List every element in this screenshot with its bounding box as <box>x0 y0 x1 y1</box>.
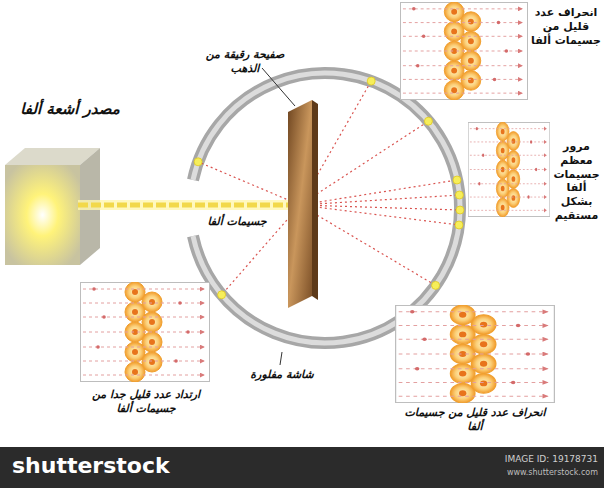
flash <box>194 158 202 166</box>
flash <box>218 291 226 299</box>
flash <box>453 176 461 184</box>
scatter-path <box>300 121 428 205</box>
footer-bar <box>0 447 604 488</box>
fluorescent-screen <box>193 73 460 343</box>
alpha-beam <box>78 203 293 208</box>
atom-inset <box>468 122 549 217</box>
atom-inset <box>396 305 555 403</box>
scatter-path <box>300 205 436 285</box>
inset-caption: مرور معظم جسيمات ألفا بشكل مستقيم <box>551 140 602 223</box>
atom-inset <box>81 282 210 382</box>
inset-caption: انحراف عدد قليل من جسيمات ألفا <box>395 406 555 434</box>
beam-glow <box>78 200 293 210</box>
leader-line <box>262 68 295 106</box>
source-front <box>5 165 80 265</box>
flash <box>455 221 463 229</box>
atom-inset <box>400 2 527 100</box>
scatter-paths <box>198 81 460 295</box>
screen-flashes <box>194 77 464 299</box>
gold-foil <box>288 100 318 308</box>
inset-caption: ارتداد عدد قليل جدا من جسيمات ألفا <box>78 388 214 416</box>
scatter-path <box>198 162 300 205</box>
flash <box>455 191 463 199</box>
inset-caption: انحراف عدد قليل من جسيمات ألفا <box>530 6 602 47</box>
scatter-path <box>300 180 457 205</box>
image-id: IMAGE ID: 19178731 <box>420 454 598 465</box>
scatter-path <box>300 195 459 205</box>
foil-edge <box>312 100 318 300</box>
watermark-url: www.shutterstock.com <box>420 468 598 478</box>
flash <box>432 281 440 289</box>
flash <box>424 117 432 125</box>
scatter-path <box>300 205 459 225</box>
foil-face <box>288 100 312 308</box>
beam-label: جسيمات ألفا <box>198 215 276 229</box>
flash <box>456 206 464 214</box>
foil-label: صفيحة رقيقة من الذهب <box>190 48 300 76</box>
watermark-logo: shutterstock <box>12 452 212 480</box>
leader-line <box>280 352 282 365</box>
flash <box>367 77 375 85</box>
screen-highlight <box>193 73 460 343</box>
screen-label: شاشة مفلورة <box>232 368 332 382</box>
source-label: مصدر أشعة ألفا <box>5 100 135 119</box>
scatter-path <box>300 205 460 210</box>
